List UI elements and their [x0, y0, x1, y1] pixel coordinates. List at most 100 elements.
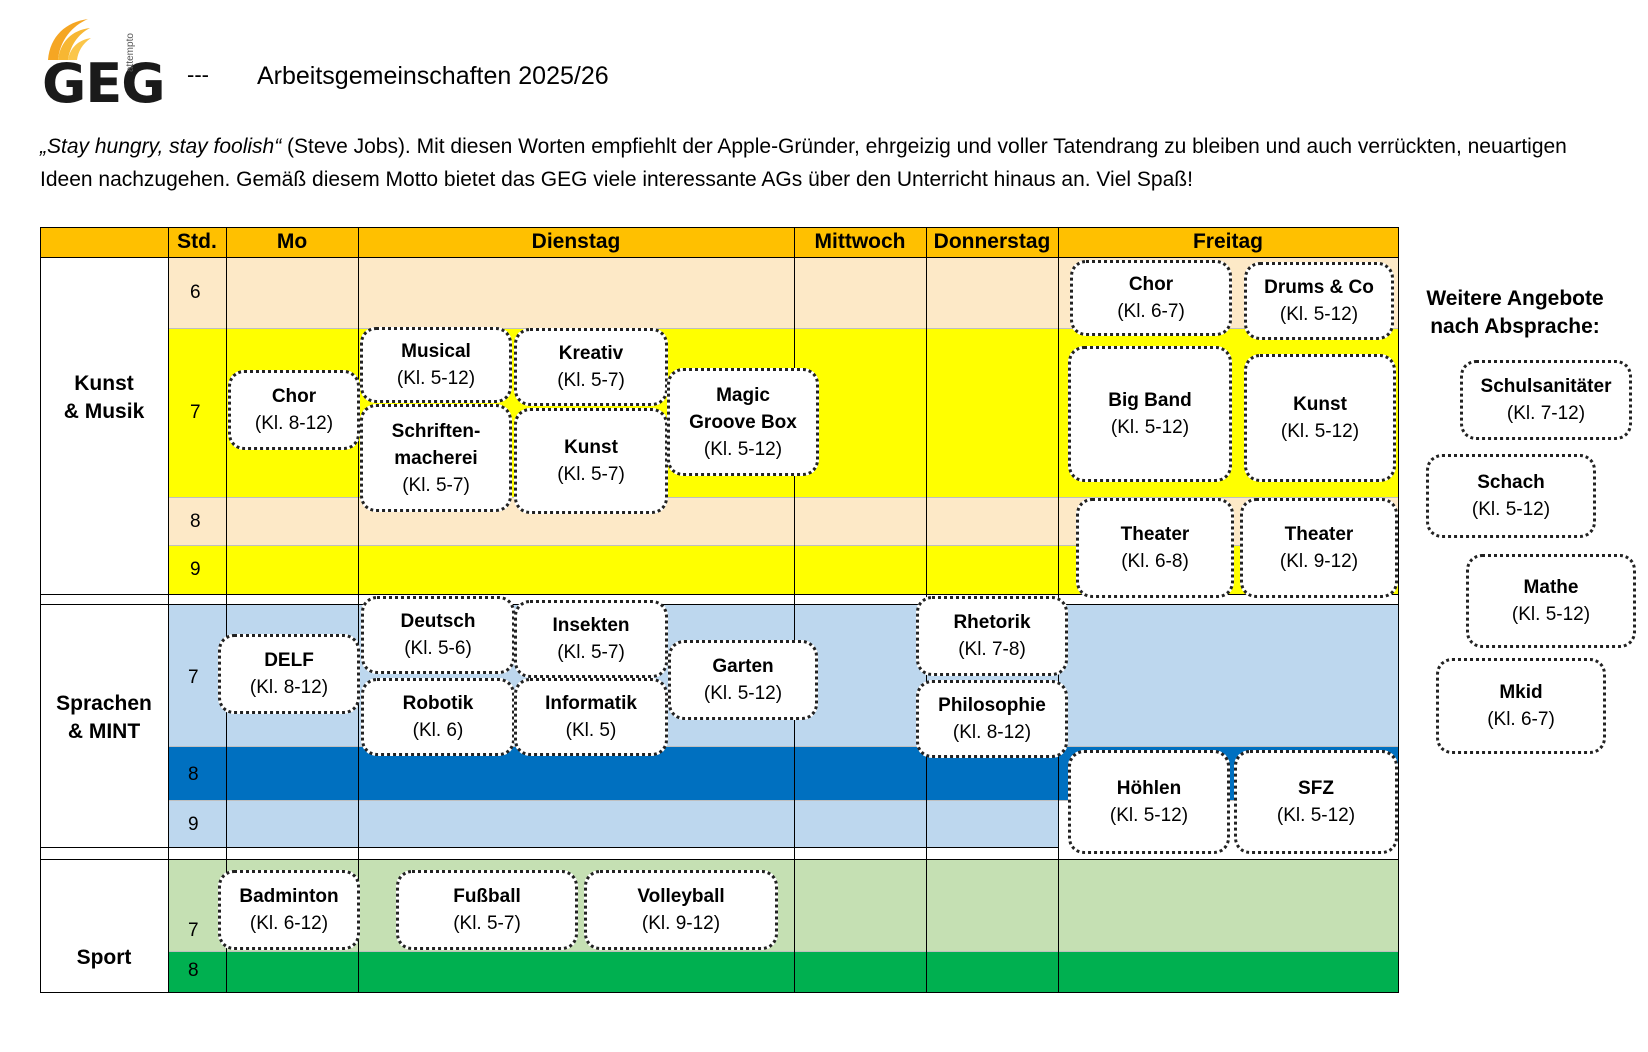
ag-grade: (Kl. 5-12) — [396, 368, 476, 389]
category-sprachen-line2: & MINT — [67, 720, 141, 743]
ag-name: Fußball — [453, 886, 521, 907]
period-number: 6 — [190, 282, 201, 303]
ag-name: Kunst — [1293, 394, 1347, 415]
side-card-schulsanitaeter: Schulsanitäter (Kl. 7-12) — [1460, 360, 1632, 440]
side-heading: Weitere Angebote nach Absprache: — [1410, 285, 1620, 341]
side-card-mkid: Mkid (Kl. 6-7) — [1436, 658, 1606, 754]
ag-card-chor-mo: Chor (Kl. 8-12) — [228, 370, 360, 450]
col-header-mi: Mittwoch — [794, 228, 926, 256]
category-sport-line1: Sport — [76, 946, 132, 969]
ag-card-rhetorik: Rhetorik (Kl. 7-8) — [916, 596, 1068, 676]
period-number: 9 — [190, 559, 201, 580]
logo-swoosh-icon — [48, 19, 91, 60]
ag-name-line1: Magic — [716, 384, 770, 406]
category-kunst-line2: & Musik — [63, 400, 145, 423]
col-divider — [358, 227, 359, 993]
ag-card-robotik: Robotik (Kl. 6) — [361, 678, 515, 756]
period-number: 7 — [188, 667, 199, 688]
title-separator: --- — [187, 62, 209, 87]
ag-card-schriftenmacherei: Schriften- macherei (Kl. 5-7) — [360, 404, 512, 512]
ag-grade: (Kl. 6-7) — [1117, 301, 1185, 322]
ag-card-sfz: SFZ (Kl. 5-12) — [1234, 750, 1398, 854]
ag-card-informatik: Informatik (Kl. 5) — [514, 678, 668, 756]
col-header-do: Donnerstag — [926, 228, 1058, 256]
period-number: 8 — [188, 960, 199, 981]
ag-name: Mkid — [1499, 682, 1543, 703]
ag-grade: (Kl. 6) — [412, 720, 464, 741]
ag-name-line2: Groove Box — [689, 411, 797, 433]
period-number: 7 — [190, 402, 201, 423]
col-header-std: Std. — [168, 228, 226, 256]
section-border — [40, 604, 1398, 605]
ag-name: Mathe — [1523, 577, 1579, 598]
ag-name: Kreativ — [558, 343, 624, 364]
ag-grade: (Kl. 5-7) — [557, 642, 625, 663]
ag-name: Rhetorik — [953, 612, 1031, 633]
ag-grade: (Kl. 5-12) — [703, 683, 783, 704]
ag-name: Kunst — [564, 437, 618, 458]
section-border — [40, 859, 1398, 860]
period-number: 8 — [188, 764, 199, 785]
gridline — [168, 800, 1398, 801]
ag-grade: (Kl. 8-12) — [254, 413, 334, 434]
ag-name: Theater — [1120, 524, 1190, 545]
intro-paragraph: „Stay hungry, stay foolish“ (Steve Jobs)… — [40, 130, 1620, 196]
ag-name: Schach — [1477, 472, 1545, 493]
sprachen-row-9 — [168, 800, 1058, 847]
ag-grade: (Kl. 5-7) — [557, 370, 625, 391]
period-number: 8 — [190, 511, 201, 532]
col-header-fr: Freitag — [1058, 228, 1398, 256]
category-kunst-line1: Kunst — [74, 372, 134, 395]
col-divider — [794, 227, 795, 993]
ag-card-magic-groove-box: Magic Groove Box (Kl. 5-12) — [667, 368, 819, 476]
ag-card-garten: Garten (Kl. 5-12) — [668, 640, 818, 720]
side-heading-line1: Weitere Angebote — [1426, 287, 1604, 310]
ag-name-line1: Schriften- — [391, 420, 481, 442]
sport-row-8 — [168, 951, 1398, 992]
col-header-di: Dienstag — [358, 228, 794, 256]
col-header-mo: Mo — [226, 228, 358, 256]
ag-name: Theater — [1284, 524, 1354, 545]
geg-logo: GEG attempto — [42, 16, 182, 115]
ag-name: Badminton — [239, 886, 339, 907]
ag-card-delf: DELF (Kl. 8-12) — [218, 634, 360, 714]
ag-card-volleyball: Volleyball (Kl. 9-12) — [584, 870, 778, 950]
ag-name: Philosophie — [938, 695, 1046, 716]
ag-grade: (Kl. 5-7) — [557, 464, 625, 485]
ag-grade: (Kl. 5-7) — [402, 474, 470, 496]
side-card-mathe: Mathe (Kl. 5-12) — [1466, 554, 1636, 648]
ag-grade: (Kl. 5-12) — [1279, 304, 1359, 325]
ag-grade: (Kl. 5-12) — [703, 438, 783, 460]
col-divider — [168, 227, 169, 993]
ag-grade: (Kl. 5-12) — [1109, 805, 1189, 826]
ag-card-philosophie: Philosophie (Kl. 8-12) — [916, 680, 1068, 758]
ag-name: Robotik — [402, 693, 474, 714]
ag-name-line2: macherei — [394, 447, 478, 469]
logo-vertical-text: attempto — [125, 33, 136, 72]
ag-grade: (Kl. 8-12) — [952, 722, 1032, 743]
ag-card-drums: Drums & Co (Kl. 5-12) — [1244, 262, 1394, 340]
ag-card-insekten: Insekten (Kl. 5-7) — [514, 600, 668, 678]
ag-card-theater-9-12: Theater (Kl. 9-12) — [1240, 498, 1398, 598]
category-kunst: Kunst & Musik — [40, 370, 168, 426]
section-border — [40, 257, 1398, 258]
side-heading-line2: nach Absprache: — [1430, 315, 1600, 338]
ag-name: SFZ — [1298, 778, 1334, 799]
ag-name: Big Band — [1108, 390, 1192, 411]
gridline — [168, 497, 1398, 498]
ag-grade: (Kl. 5-6) — [404, 638, 472, 659]
ag-name: Höhlen — [1116, 778, 1182, 799]
gridline — [168, 328, 1398, 329]
page-title: Arbeitsgemeinschaften 2025/26 — [257, 62, 609, 90]
ag-name: Deutsch — [400, 611, 476, 632]
ag-grade: (Kl. 5-7) — [453, 913, 521, 934]
category-sport: Sport — [40, 944, 168, 972]
gridline — [168, 746, 1398, 747]
ag-card-kreativ: Kreativ (Kl. 5-7) — [514, 328, 668, 406]
ag-grade: (Kl. 5-12) — [1471, 499, 1551, 520]
ag-name: Schulsanitäter — [1480, 376, 1612, 397]
ag-grade: (Kl. 8-12) — [249, 677, 329, 698]
ag-name: Insekten — [552, 615, 630, 636]
ag-card-deutsch: Deutsch (Kl. 5-6) — [361, 596, 515, 674]
ag-grade: (Kl. 5-12) — [1276, 805, 1356, 826]
